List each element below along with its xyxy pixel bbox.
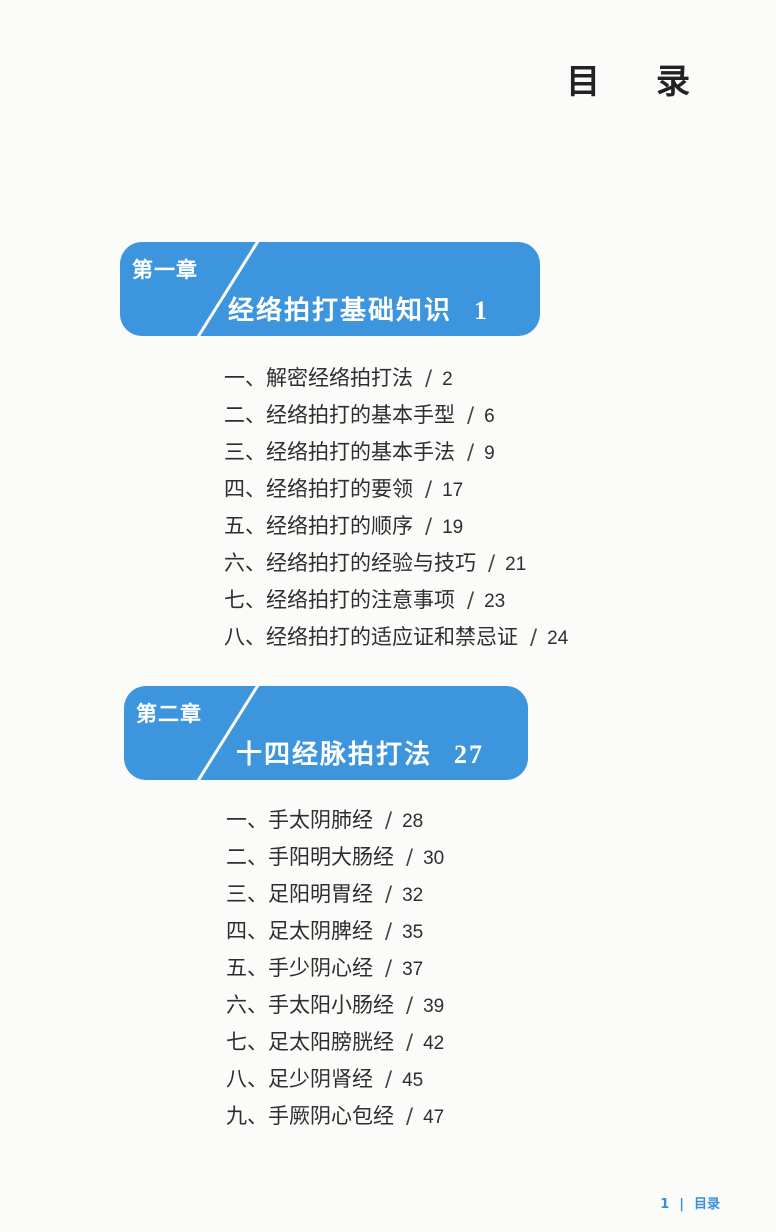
toc-item-text: 二、经络拍打的基本手型	[224, 403, 455, 427]
toc-item-text: 一、手太阴肺经	[226, 808, 373, 832]
toc-separator: /	[488, 551, 496, 575]
toc-item-text: 六、经络拍打的经验与技巧	[224, 551, 476, 575]
toc-item[interactable]: 八、经络拍打的适应证和禁忌证 / 24	[224, 619, 568, 656]
toc-item[interactable]: 六、手太阳小肠经 / 39	[226, 987, 444, 1024]
toc-page-number: 47	[423, 1107, 445, 1128]
toc-page-number: 24	[547, 628, 569, 649]
toc-page-number: 42	[423, 1033, 445, 1054]
page-footer: 1 | 目录	[660, 1193, 720, 1212]
toc-item[interactable]: 九、手厥阴心包经 / 47	[226, 1098, 444, 1135]
toc-item-text: 三、足阳明胃经	[226, 882, 373, 906]
toc-item[interactable]: 七、足太阳膀胱经 / 42	[226, 1024, 444, 1061]
toc-page-number: 23	[484, 591, 506, 612]
toc-separator: /	[406, 845, 414, 869]
toc-page-number: 39	[423, 996, 445, 1017]
toc-item-text: 八、经络拍打的适应证和禁忌证	[224, 625, 518, 649]
toc-separator: /	[406, 1030, 414, 1054]
toc-page-number: 9	[484, 443, 495, 464]
toc-separator: /	[467, 440, 475, 464]
chapter-label: 第一章	[132, 257, 198, 282]
toc-separator: /	[425, 366, 433, 390]
toc-item-text: 六、手太阳小肠经	[226, 993, 394, 1017]
chapter-title: 十四经脉拍打法 27	[236, 734, 484, 771]
toc-separator: /	[467, 403, 475, 427]
toc-page-number: 30	[423, 848, 445, 869]
chapter-2-banner[interactable]: 第二章 十四经脉拍打法 27	[124, 686, 528, 780]
toc-item-text: 五、手少阴心经	[226, 956, 373, 980]
toc-page-number: 28	[402, 811, 424, 832]
page-title: 目 录	[566, 62, 712, 102]
footer-divider: |	[679, 1197, 684, 1212]
toc-separator: /	[385, 882, 393, 906]
chapter-label: 第二章	[136, 701, 202, 726]
toc-item-text: 五、经络拍打的顺序	[224, 514, 413, 538]
toc-page-number: 6	[484, 406, 495, 427]
chapter-2-toc-list: 一、手太阴肺经 / 28 二、手阳明大肠经 / 30 三、足阳明胃经 / 32 四、足太阴脾…	[226, 802, 444, 1135]
toc-separator: /	[425, 477, 433, 501]
toc-item[interactable]: 三、经络拍打的基本手法 / 9	[224, 434, 568, 471]
toc-separator: /	[385, 1067, 393, 1091]
toc-page-number: 35	[402, 922, 424, 943]
toc-item-text: 三、经络拍打的基本手法	[224, 440, 455, 464]
chapter-banner-shape	[120, 242, 540, 336]
toc-item-text: 七、足太阳膀胱经	[226, 1030, 394, 1054]
toc-item-text: 一、解密经络拍打法	[224, 366, 413, 390]
footer-section-label: 目录	[693, 1197, 720, 1212]
toc-separator: /	[530, 625, 538, 649]
toc-page-number: 21	[505, 554, 527, 575]
toc-item[interactable]: 五、经络拍打的顺序 / 19	[224, 508, 568, 545]
chapter-1-banner[interactable]: 第一章 经络拍打基础知识 1	[120, 242, 540, 336]
toc-page-number: 32	[402, 885, 424, 906]
chapter-title-text: 经络拍打基础知识	[228, 296, 453, 326]
chapter-banner-shape	[124, 686, 528, 780]
toc-item[interactable]: 四、经络拍打的要领 / 17	[224, 471, 568, 508]
toc-separator: /	[385, 808, 393, 832]
chapter-title-text: 十四经脉拍打法	[236, 740, 433, 770]
toc-item[interactable]: 五、手少阴心经 / 37	[226, 950, 444, 987]
toc-separator: /	[467, 588, 475, 612]
toc-separator: /	[406, 993, 414, 1017]
chapter-title: 经络拍打基础知识 1	[228, 290, 489, 327]
toc-item[interactable]: 四、足太阴脾经 / 35	[226, 913, 444, 950]
toc-separator: /	[385, 956, 393, 980]
toc-separator: /	[406, 1104, 414, 1128]
toc-item-text: 九、手厥阴心包经	[226, 1104, 394, 1128]
toc-page-number: 37	[402, 959, 424, 980]
toc-item[interactable]: 六、经络拍打的经验与技巧 / 21	[224, 545, 568, 582]
toc-item-text: 二、手阳明大肠经	[226, 845, 394, 869]
toc-item-text: 四、经络拍打的要领	[224, 477, 413, 501]
toc-page-number: 2	[442, 369, 453, 390]
chapter-page-number: 27	[454, 740, 485, 769]
toc-separator: /	[385, 919, 393, 943]
toc-item[interactable]: 一、解密经络拍打法 / 2	[224, 360, 568, 397]
toc-item-text: 八、足少阴肾经	[226, 1067, 373, 1091]
toc-item[interactable]: 二、手阳明大肠经 / 30	[226, 839, 444, 876]
toc-page-number: 17	[442, 480, 464, 501]
toc-item[interactable]: 三、足阳明胃经 / 32	[226, 876, 444, 913]
toc-item-text: 四、足太阴脾经	[226, 919, 373, 943]
footer-page-number: 1	[660, 1197, 670, 1212]
toc-item[interactable]: 二、经络拍打的基本手型 / 6	[224, 397, 568, 434]
toc-separator: /	[425, 514, 433, 538]
toc-page-number: 19	[442, 517, 464, 538]
toc-page-number: 45	[402, 1070, 424, 1091]
toc-item[interactable]: 八、足少阴肾经 / 45	[226, 1061, 444, 1098]
toc-item[interactable]: 七、经络拍打的注意事项 / 23	[224, 582, 568, 619]
toc-item-text: 七、经络拍打的注意事项	[224, 588, 455, 612]
chapter-page-number: 1	[474, 296, 490, 325]
toc-item[interactable]: 一、手太阴肺经 / 28	[226, 802, 444, 839]
chapter-1-toc-list: 一、解密经络拍打法/2 二、经络拍打的基本手型/6 三、经络拍打的基本手法/9 …	[224, 360, 568, 656]
